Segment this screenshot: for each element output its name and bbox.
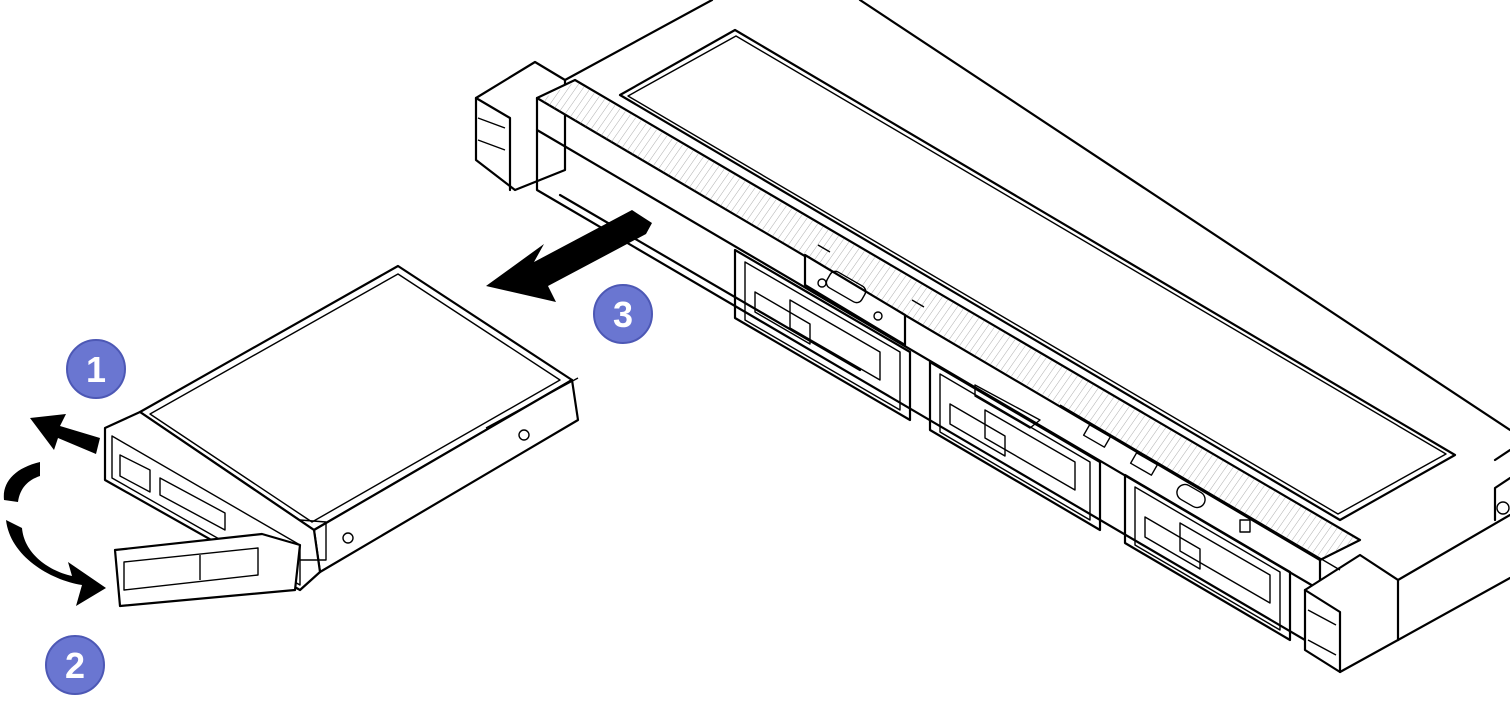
arrow-curved-icon	[3, 462, 106, 606]
drive-bay-2	[928, 360, 1102, 532]
drive-handle	[113, 532, 302, 608]
callout-1: 1	[66, 339, 126, 399]
arrow-pull-icon	[486, 210, 652, 302]
arrow-left-icon	[30, 414, 100, 454]
callout-2: 2	[45, 635, 105, 695]
drive-bay-1	[733, 248, 912, 422]
drive-bay-3	[1123, 473, 1292, 642]
callout-3-label: 3	[613, 294, 633, 335]
callout-1-label: 1	[86, 349, 106, 390]
callout-2-label: 2	[65, 645, 85, 686]
callout-3: 3	[593, 284, 653, 344]
hot-swap-drive	[103, 264, 580, 608]
server-chassis	[474, 0, 1510, 674]
